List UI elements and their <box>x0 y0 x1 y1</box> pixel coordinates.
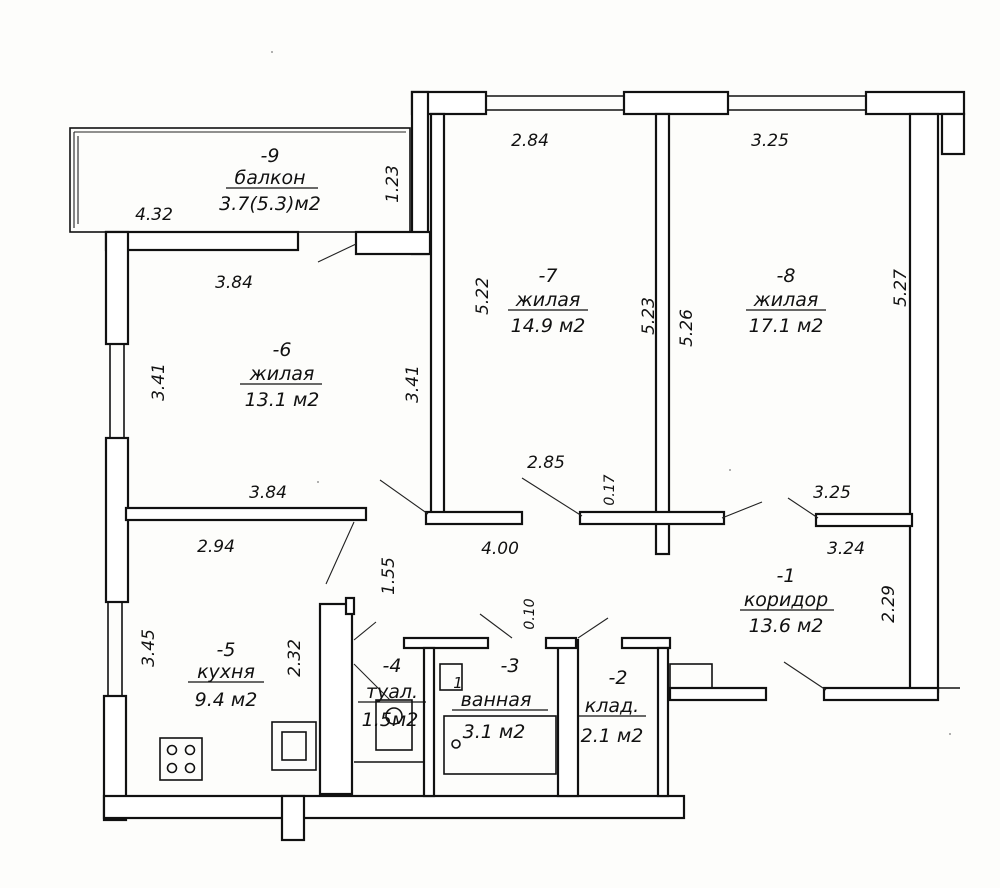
wet-block <box>318 596 672 798</box>
dimension-label: 5.26 <box>677 309 697 347</box>
dimension-label: 2.94 <box>197 537 235 557</box>
dimension-label: 3.25 <box>751 131 789 151</box>
room-label-bath: -3 ванная 3.1 м2 <box>452 655 548 743</box>
room-number: -1 <box>777 565 796 587</box>
room-label-kitchen: -5 кухня 9.4 м2 <box>188 639 264 711</box>
door-stub-corridor <box>814 512 914 528</box>
dimension-label: 3.41 <box>149 363 169 401</box>
room-number: -7 <box>539 265 558 287</box>
top-exterior-wall <box>410 90 966 156</box>
room-label-living-7: -7 жилая 14.9 м2 <box>508 265 588 337</box>
room-name: кухня <box>197 661 255 683</box>
room-name: ванная <box>461 689 532 711</box>
room-number: -3 <box>501 655 520 677</box>
sink-icon <box>271 721 317 771</box>
corridor-bottom-wall <box>822 686 940 702</box>
partition-upper <box>410 90 430 256</box>
door-stub-7 <box>424 510 524 526</box>
room-number: -6 <box>273 339 292 361</box>
room-area: 3.7(5.3)м2 <box>219 193 321 215</box>
scan-marks <box>271 51 951 735</box>
dimension-label: 3.25 <box>813 483 851 503</box>
room-name: коридор <box>744 589 828 611</box>
dimension-label: 2.32 <box>285 639 305 677</box>
room-label-living-6: -6 жилая 13.1 м2 <box>240 339 322 411</box>
partition-6-kitchen <box>124 506 368 522</box>
room-label-balcony: -9 балкон 3.7(5.3)м2 <box>219 145 321 215</box>
partition-6-7 <box>429 112 446 524</box>
dimension-label: 3.84 <box>215 273 253 293</box>
storage-vent <box>669 663 713 689</box>
dimension-label: 2.84 <box>511 131 549 151</box>
room-number: -2 <box>609 667 628 689</box>
dimension-label: 0.10 <box>522 598 538 629</box>
room-area: 13.1 м2 <box>245 389 320 411</box>
right-exterior-wall <box>908 112 940 694</box>
dimension-label: 5.22 <box>473 277 493 315</box>
room-area: 1.5м2 <box>362 709 419 731</box>
room-name: жилая <box>515 289 581 311</box>
room-area: 13.6 м2 <box>749 615 824 637</box>
dimension-label: 3.45 <box>139 629 159 667</box>
room-area: 17.1 м2 <box>749 315 824 337</box>
balcony-wall-right <box>354 230 432 256</box>
room-label-corridor: -1 коридор 13.6 м2 <box>740 565 834 637</box>
room-name: жилая <box>249 363 315 385</box>
balcony-wall-left <box>104 230 300 252</box>
dimension-label: 5.27 <box>891 269 911 307</box>
storage-top-wall <box>668 686 768 702</box>
left-exterior-wall <box>102 230 130 822</box>
room-name: жилая <box>753 289 819 311</box>
partition-7-8 <box>654 112 671 556</box>
dimension-label: 3.41 <box>403 365 423 403</box>
room-label-living-8: -8 жилая 17.1 м2 <box>746 265 826 337</box>
room-number: -5 <box>217 639 236 661</box>
dimension-label: 2.85 <box>527 453 565 473</box>
room-number: -8 <box>777 265 796 287</box>
dimension-label: 3.84 <box>249 483 287 503</box>
room-name: балкон <box>234 167 305 189</box>
dimension-label: 4.32 <box>135 205 173 225</box>
dimension-label: 3.24 <box>827 539 865 559</box>
room-label-toilet: -4 туал. 1.5м2 <box>358 655 426 731</box>
dimension-label: 1.23 <box>383 165 403 203</box>
room-area: 3.1 м2 <box>463 721 526 743</box>
dimension-label: 5.23 <box>639 297 659 335</box>
room-number: -4 <box>383 655 402 677</box>
dimension-label: 1.55 <box>379 557 399 595</box>
stove-icon <box>159 737 203 781</box>
room-area: 9.4 м2 <box>195 689 258 711</box>
dimensions: 2.84 3.25 1.23 4.32 3.84 5.22 5.23 5.26 … <box>135 131 911 692</box>
dimension-label: 4.00 <box>481 539 519 559</box>
room-area: 2.1 м2 <box>581 725 644 747</box>
dimension-label: 0.17 <box>602 474 618 505</box>
room-area: 14.9 м2 <box>511 315 586 337</box>
bottom-exterior-wall <box>102 794 686 842</box>
room-name: клад. <box>585 695 639 717</box>
door-stub-8 <box>578 510 726 526</box>
dimension-label: 2.29 <box>879 585 899 623</box>
room-name: туал. <box>366 681 418 703</box>
door-swings <box>317 243 827 701</box>
room-label-storage: -2 клад. 2.1 м2 <box>578 667 646 747</box>
dimension-label: 1 <box>453 674 463 692</box>
room-number: -9 <box>261 145 280 167</box>
